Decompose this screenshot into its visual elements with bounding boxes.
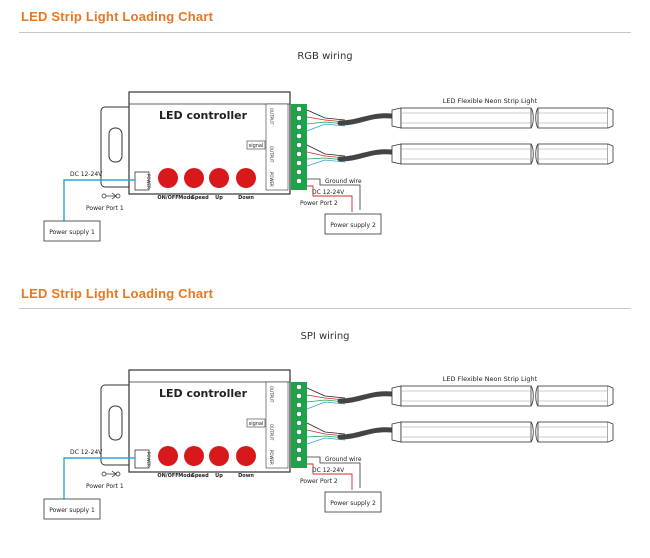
- power-supply-1: [43, 220, 101, 242]
- ground-wire-label: Ground wire: [325, 456, 362, 463]
- onoff-label: ON/OFF: [157, 473, 178, 479]
- section-divider: [19, 32, 631, 33]
- speed-label: Speed: [191, 473, 209, 479]
- output-label-2: OUTPUT: [269, 146, 274, 163]
- cable-1: [337, 113, 395, 126]
- signal-label: signal: [249, 143, 264, 149]
- output-port-panel: [265, 381, 289, 469]
- ground-wire-label: Ground wire: [325, 178, 362, 185]
- down-label: Down: [238, 195, 254, 201]
- section-divider: [19, 308, 631, 309]
- led-strip-1: [391, 107, 614, 129]
- power-port-1-label: Power Port 1: [86, 205, 124, 212]
- onoff-label: ON/OFF: [157, 195, 178, 201]
- down-button[interactable]: [236, 446, 256, 466]
- onoff-button[interactable]: [158, 446, 178, 466]
- power-supply-2-label: Power supply 2: [330, 222, 376, 229]
- power-wire-cyan: [63, 457, 135, 499]
- section-title: LED Strip Light Loading Chart: [21, 9, 214, 24]
- power-supply-1-label: Power supply 1: [49, 229, 95, 236]
- power-port-1-label: Power Port 1: [86, 483, 124, 490]
- dc-right-label: DC 12-24V: [312, 189, 345, 196]
- output-label-1: OUTPUT: [269, 108, 274, 125]
- dc-right-label: DC 12-24V: [312, 467, 345, 474]
- power-port-1-icon: [101, 470, 121, 478]
- power-connector-label: POWER: [146, 452, 151, 467]
- onoff-button[interactable]: [158, 168, 178, 188]
- diagram-body: LED controller signal POWER ON/OFF Mode …: [43, 369, 614, 520]
- strip-label: LED Flexible Neon Strip Light: [443, 375, 538, 383]
- power-label-panel: POWER: [269, 450, 274, 465]
- wiring-diagram: LED controller signal POWER ON/OFF Mode …: [43, 91, 614, 242]
- mode-button[interactable]: [184, 168, 204, 188]
- mode-label: Mode: [178, 473, 194, 479]
- up-label: Up: [215, 195, 223, 201]
- led-strip-2: [391, 143, 614, 165]
- up-label: Up: [215, 473, 223, 479]
- power-connector: [134, 171, 150, 191]
- power-supply-2: [324, 213, 382, 235]
- dc-left-label: DC 12-24V: [70, 171, 103, 178]
- power-connector-label: POWER: [146, 174, 151, 189]
- dc-left-label: DC 12-24V: [70, 449, 103, 456]
- power-port-1-icon: [101, 192, 121, 200]
- power-wire-cyan: [63, 179, 135, 221]
- down-button[interactable]: [236, 168, 256, 188]
- power-port-2-label: Power Port 2: [300, 478, 338, 485]
- power-supply-1-label: Power supply 1: [49, 507, 95, 514]
- wiring-subtitle: SPI wiring: [300, 331, 350, 342]
- mounting-slot: [108, 127, 123, 163]
- power-wire-red: [307, 463, 353, 490]
- mode-label: Mode: [178, 195, 194, 201]
- ground-wire: [307, 178, 361, 210]
- ground-wire: [307, 456, 361, 488]
- power-supply-1: [43, 498, 101, 520]
- wiring-section-spi: LED Strip Light Loading Chart SPI wiring…: [0, 279, 650, 558]
- diagram-body: LED controller signal POWER ON/OFF Mode …: [43, 91, 614, 242]
- cable-2: [337, 427, 395, 440]
- output-port-panel: [265, 103, 289, 191]
- signal-label: signal: [249, 421, 264, 427]
- cable-2: [337, 149, 395, 162]
- mode-button[interactable]: [184, 446, 204, 466]
- output-label-2: OUTPUT: [269, 424, 274, 441]
- section-title: LED Strip Light Loading Chart: [21, 286, 214, 301]
- wiring-subtitle: RGB wiring: [297, 51, 353, 62]
- power-label-panel: POWER: [269, 172, 274, 187]
- wiring-section-rgb: LED Strip Light Loading Chart RGB wiring…: [19, 9, 631, 242]
- down-label: Down: [238, 473, 254, 479]
- speed-button[interactable]: [209, 446, 229, 466]
- speed-button[interactable]: [209, 168, 229, 188]
- controller-label: LED controller: [159, 109, 248, 122]
- led-strip-1: [391, 385, 614, 407]
- power-wire-red: [307, 185, 353, 212]
- led-strip-2: [391, 421, 614, 443]
- wiring-diagram: LED controller signal POWER ON/OFF Mode …: [43, 369, 614, 520]
- power-supply-2-label: Power supply 2: [330, 500, 376, 507]
- power-supply-2: [324, 491, 382, 513]
- power-port-2-label: Power Port 2: [300, 200, 338, 207]
- speed-label: Speed: [191, 195, 209, 201]
- power-connector: [134, 449, 150, 469]
- strip-label: LED Flexible Neon Strip Light: [443, 97, 538, 105]
- controller-label: LED controller: [159, 387, 248, 400]
- output-label-1: OUTPUT: [269, 386, 274, 403]
- cable-1: [337, 391, 395, 404]
- mounting-slot: [108, 405, 123, 441]
